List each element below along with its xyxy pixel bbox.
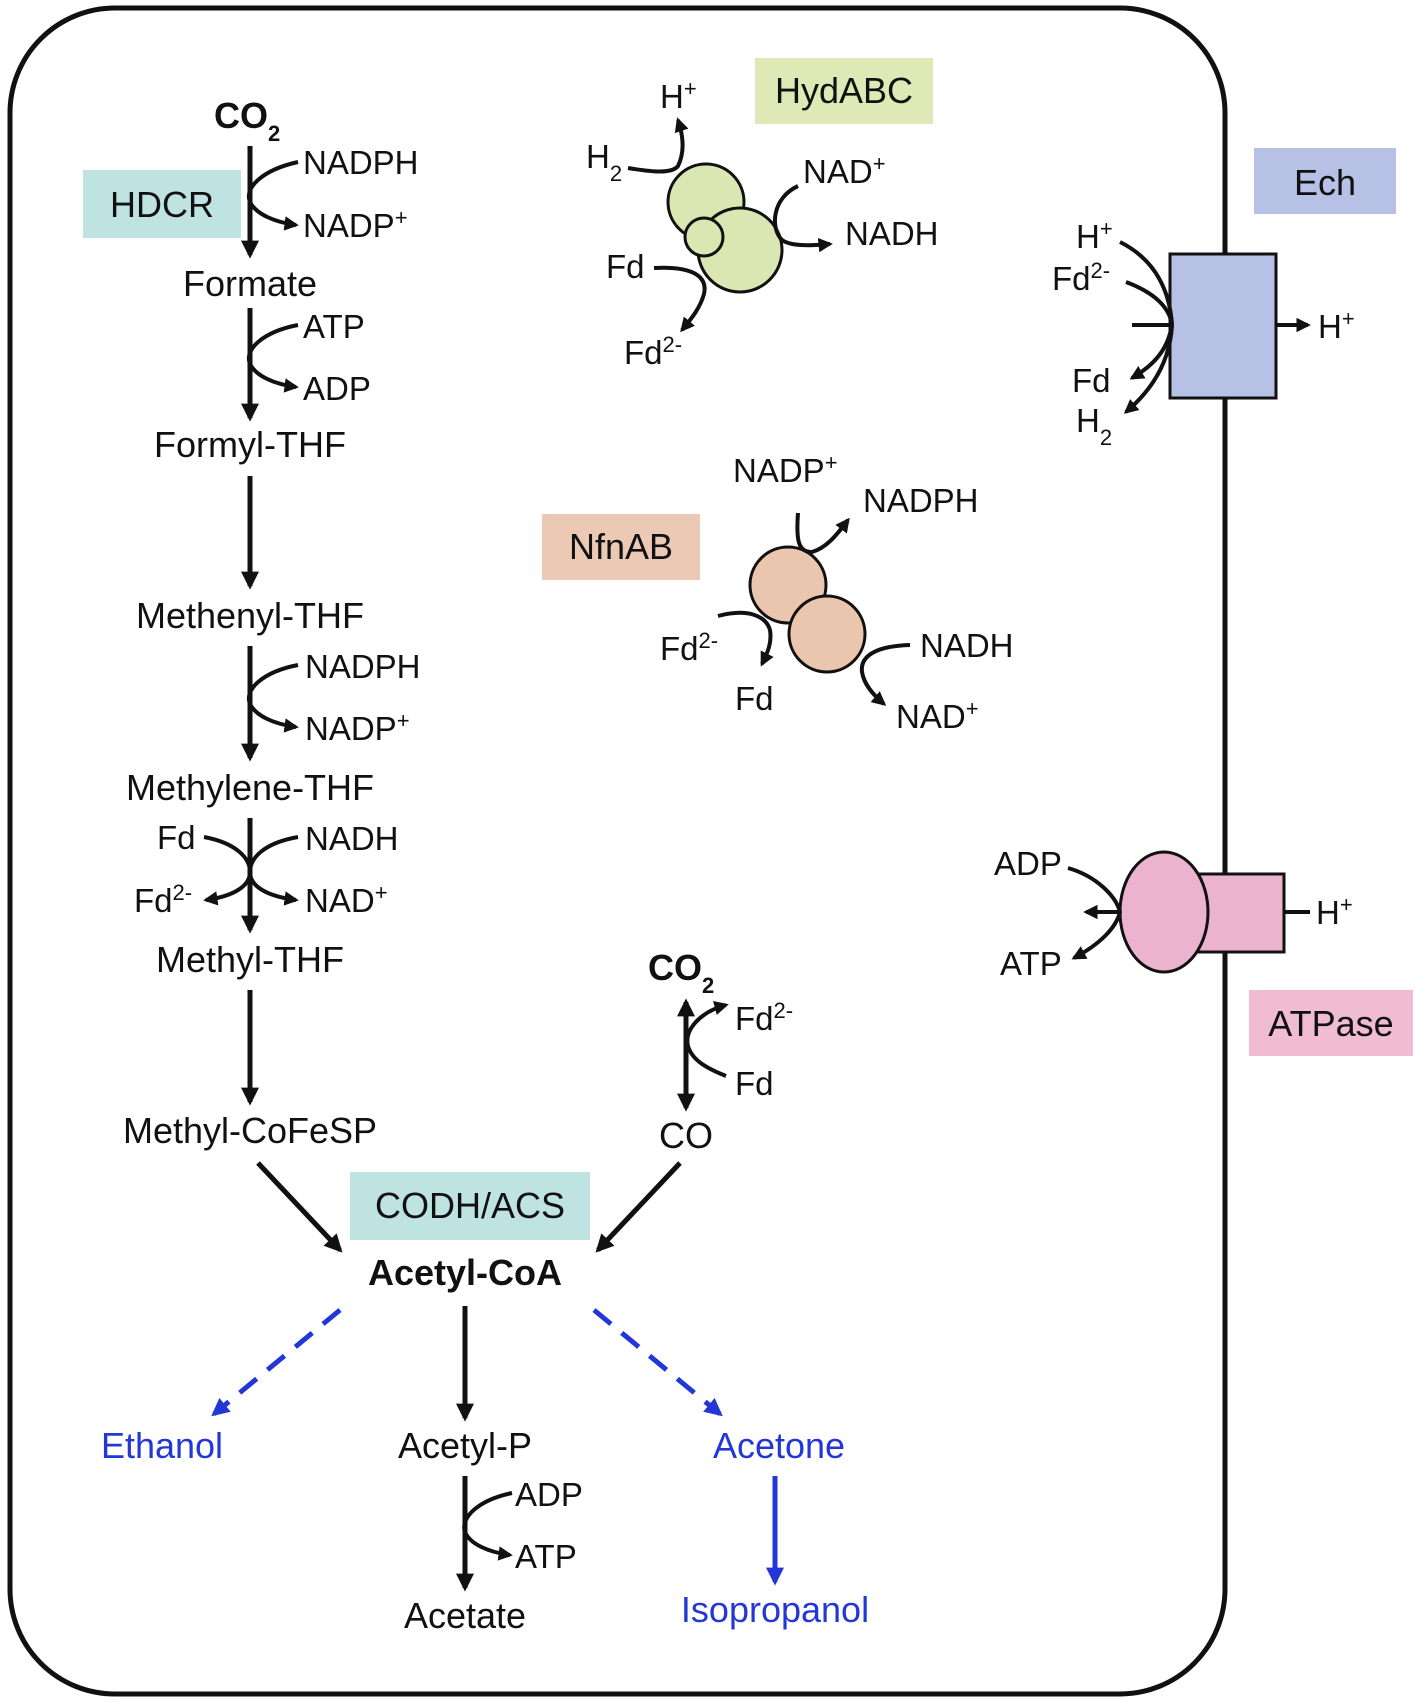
methenyl-thf-label: Methenyl-THF [136, 595, 364, 636]
acetyl-p-label: Acetyl-P [398, 1425, 532, 1466]
svg-text:Fd2-: Fd2- [735, 998, 793, 1038]
svg-text:Fd: Fd [735, 680, 774, 717]
svg-text:Fd2-: Fd2- [1052, 258, 1110, 298]
isopropanol-label: Isopropanol [681, 1589, 869, 1630]
svg-text:H2: H2 [1076, 402, 1112, 450]
hydabc-complex: H+ H2 NAD+ NADH Fd Fd2- [586, 76, 939, 372]
svg-text:NADH: NADH [920, 627, 1014, 664]
svg-text:H+: H+ [1316, 892, 1353, 932]
ech-complex: H+ Fd2- Fd H2 H+ [1052, 216, 1355, 450]
svg-text:NADPH: NADPH [305, 648, 421, 685]
pathway-arrows: NADPH NADP+ ATP ADP NADPH NADP+ NADH NAD… [134, 144, 793, 1592]
svg-text:Ech: Ech [1294, 162, 1356, 203]
svg-text:NADP+: NADP+ [305, 708, 410, 748]
co2-label: CO2 [214, 95, 280, 146]
svg-text:Fd2-: Fd2- [134, 880, 192, 920]
svg-text:NADPH: NADPH [863, 482, 979, 519]
svg-text:NAD+: NAD+ [305, 880, 388, 920]
svg-text:Fd: Fd [1072, 362, 1111, 399]
formate-label: Formate [183, 263, 317, 304]
methyl-thf-label: Methyl-THF [156, 939, 344, 980]
svg-text:H+: H+ [1318, 306, 1355, 346]
co-label: CO [659, 1115, 713, 1156]
svg-text:CODH/ACS: CODH/ACS [375, 1185, 565, 1226]
product-arrows [211, 1308, 784, 1586]
svg-text:H+: H+ [1076, 216, 1113, 256]
svg-text:ATP: ATP [515, 1538, 577, 1575]
svg-text:ATPase: ATPase [1268, 1003, 1393, 1044]
svg-text:NfnAB: NfnAB [569, 526, 673, 567]
methyl-cofesp-label: Methyl-CoFeSP [123, 1110, 377, 1151]
svg-text:NADH: NADH [305, 820, 399, 857]
svg-text:HydABC: HydABC [775, 70, 913, 111]
atpase-complex: H+ ADP ATP [994, 845, 1353, 982]
svg-text:NADP+: NADP+ [303, 205, 408, 245]
acetyl-coa-label: Acetyl-CoA [368, 1252, 562, 1293]
svg-text:H2: H2 [586, 138, 622, 186]
svg-text:ATP: ATP [303, 308, 365, 345]
svg-text:NADPH: NADPH [303, 144, 419, 181]
svg-text:ADP: ADP [515, 1476, 583, 1513]
svg-text:H+: H+ [660, 76, 697, 116]
svg-text:Fd: Fd [157, 819, 196, 856]
svg-text:NADH: NADH [845, 215, 939, 252]
svg-text:NADP+: NADP+ [733, 450, 838, 490]
formyl-thf-label: Formyl-THF [154, 424, 346, 465]
svg-text:NAD+: NAD+ [896, 696, 979, 736]
cell-boundary [7, 5, 1228, 1697]
svg-text:Fd: Fd [606, 248, 645, 285]
svg-text:ADP: ADP [994, 845, 1062, 882]
svg-text:Fd2-: Fd2- [660, 628, 718, 668]
svg-text:NAD+: NAD+ [803, 151, 886, 191]
hydabc-label: HydABC [755, 58, 933, 124]
svg-text:ATP: ATP [1000, 945, 1062, 982]
nfnab-complex: NADP+ NADPH Fd2- Fd NADH NAD+ [660, 450, 1014, 736]
acetone-label: Acetone [713, 1425, 845, 1466]
methylene-thf-label: Methylene-THF [126, 767, 374, 808]
ethanol-label: Ethanol [101, 1425, 223, 1466]
co2-right-label: CO2 [648, 947, 714, 998]
acetate-label: Acetate [404, 1595, 526, 1636]
codh-acs-label: CODH/ACS [350, 1172, 590, 1240]
svg-text:Fd2-: Fd2- [624, 332, 682, 372]
svg-text:Fd: Fd [735, 1065, 774, 1102]
ech-label: Ech [1254, 148, 1396, 214]
svg-text:HDCR: HDCR [110, 184, 214, 225]
atpase-label: ATPase [1249, 990, 1413, 1056]
svg-text:ADP: ADP [303, 370, 371, 407]
nfnab-label: NfnAB [542, 514, 700, 580]
hdcr-label: HDCR [83, 170, 241, 238]
